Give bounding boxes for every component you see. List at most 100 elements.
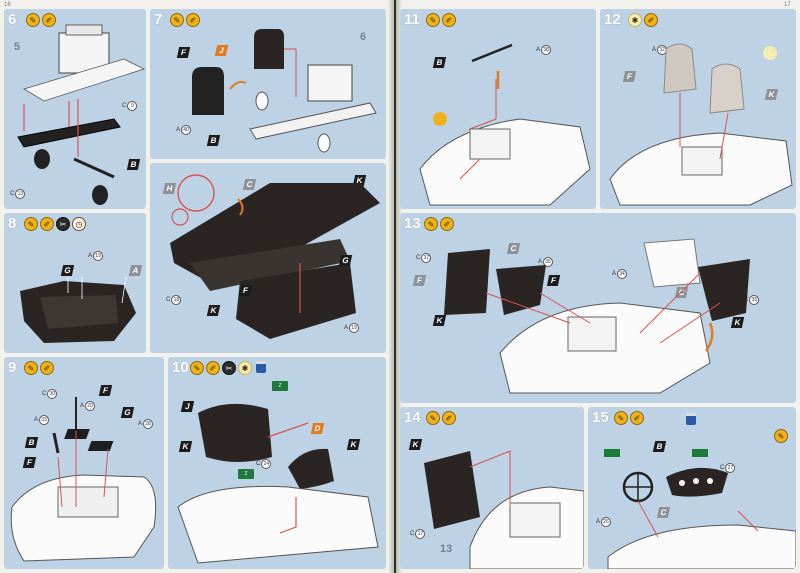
step-8-illustration [20, 276, 136, 343]
part-tag-b: B [126, 159, 141, 170]
glue-icon: ✎ [26, 13, 40, 27]
paint-jar-icon [256, 361, 266, 373]
step-number: 13 [404, 215, 421, 232]
clock-icon: ◷ [72, 217, 86, 231]
tweezers-icon: ✱ [238, 361, 252, 375]
paint-code-2: Z [238, 469, 254, 479]
step-number: 11 [404, 11, 420, 28]
part-tag-f: F [238, 285, 253, 296]
tweezers-icon: ✱ [628, 13, 642, 27]
paint-icon: ✐ [40, 217, 54, 231]
sub-reference: 13 [440, 543, 453, 555]
step-13-illustration [444, 238, 750, 394]
paint-icon: ✐ [42, 13, 56, 27]
step-icons: ✎ ✐ [26, 13, 56, 27]
page-gutter [388, 0, 402, 573]
step-number: 12 [604, 11, 621, 28]
step-icons: ✎ ✐ ✂ ✱ [190, 361, 252, 375]
step-12-illustration [609, 43, 793, 206]
page-number-right: 17 [784, 2, 791, 8]
step-7b-illustration [170, 174, 380, 339]
step-icons: ✎ ✐ [426, 13, 456, 27]
step-15-illustration [604, 449, 796, 569]
paint-icon: ✐ [206, 361, 220, 375]
page-number-left: 16 [4, 2, 11, 8]
sub-reference: 5 [14, 41, 21, 53]
step-icons: ✎ ✐ ✂ ◷ [24, 217, 86, 231]
step-9-illustration [10, 397, 157, 562]
step-6-illustration [17, 24, 146, 205]
brush-icon: ✂ [56, 217, 70, 231]
step-number: 6 [8, 11, 17, 28]
step-number: 9 [8, 359, 17, 376]
step-number: 8 [8, 215, 17, 232]
part-tag-k2: K [206, 305, 221, 316]
step-icons: ✎ ✐ [424, 217, 454, 231]
step-14-illustration [424, 450, 584, 569]
glue-icon: ✎ [24, 217, 38, 231]
glue-icon-2: ✎ [774, 429, 788, 443]
step-icons: ✱ ✐ [628, 13, 658, 27]
sub-reference: 6 [360, 31, 367, 43]
part-tag-g: G [338, 255, 353, 266]
glue-icon: ✎ [24, 361, 38, 375]
step-number: 7 [154, 11, 163, 28]
step-7-illustration [192, 29, 377, 153]
glue-icon: ✎ [614, 411, 628, 425]
paint-code-1: Z [272, 381, 288, 391]
paint-icon: ✐ [442, 13, 456, 27]
paint-icon: ✐ [40, 361, 54, 375]
paint-jar-icon [686, 413, 696, 425]
step-11-illustration [419, 43, 591, 206]
paint-icon: ✐ [440, 217, 454, 231]
glue-icon: ✎ [426, 13, 440, 27]
step-icons: ✎ ✐ [426, 411, 456, 425]
paint-icon: ✐ [186, 13, 200, 27]
paint-icon: ✐ [442, 411, 456, 425]
step-10-panel: 10 ✎ ✐ ✂ ✱ Z Z J K D K C24 A [168, 357, 386, 569]
step-number: 14 [404, 409, 421, 426]
paint-icon: ✐ [630, 411, 644, 425]
step-13-panel: 13 ✎ ✐ C37 C A36 K F F A34 C C35 K [400, 213, 796, 403]
glue-icon: ✎ [426, 411, 440, 425]
step-icons: ✎ ✐ [24, 361, 54, 375]
part-tag-b: B [206, 135, 221, 146]
step-number: 15 [592, 409, 609, 426]
step-10-illustration [177, 403, 379, 564]
glue-icon: ✎ [424, 217, 438, 231]
glue-icon: ✎ [190, 361, 204, 375]
step-number: 10 [172, 359, 189, 376]
paint-icon: ✐ [644, 13, 658, 27]
glue-icon: ✎ [170, 13, 184, 27]
brush-icon: ✂ [222, 361, 236, 375]
step-icons: ✎ ✐ [170, 13, 200, 27]
step-icons: ✎ ✐ [614, 411, 644, 425]
